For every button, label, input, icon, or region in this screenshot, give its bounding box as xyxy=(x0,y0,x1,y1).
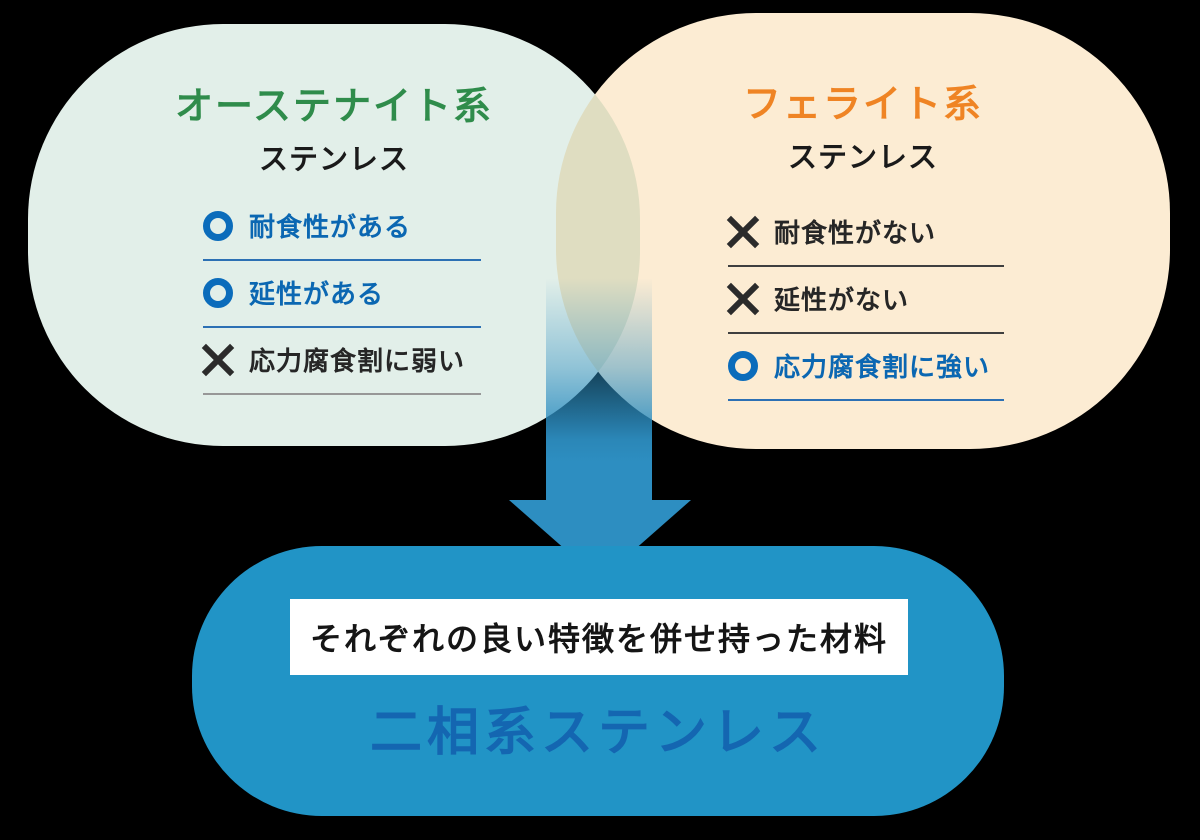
austenitic-feature-list: 耐食性がある 延性がある 応力腐食割に弱い xyxy=(203,194,481,395)
feature-label: 耐食性がある xyxy=(249,212,412,242)
austenitic-title-block: オーステナイト系 ステンレス xyxy=(28,86,640,178)
feature-row: 延性がある xyxy=(203,261,481,328)
duplex-title: 二相系ステンレス xyxy=(369,705,826,762)
circle-icon xyxy=(728,350,758,381)
feature-label: 延性がある xyxy=(249,279,385,309)
duplex-banner: それぞれの良い特徴を併せ持った材料 xyxy=(290,599,908,675)
merge-arrow-stem xyxy=(546,278,652,502)
ferritic-title-block: フェライト系 ステンレス xyxy=(556,84,1170,176)
feature-label: 耐食性がない xyxy=(774,218,937,248)
feature-label: 応力腐食割に強い xyxy=(774,352,991,382)
feature-row: 耐食性がある xyxy=(203,194,481,261)
ferritic-feature-list: 耐食性がない 延性がない 応力腐食割に強い xyxy=(728,200,1004,401)
austenitic-bubble xyxy=(28,24,640,446)
austenitic-title: オーステナイト系 xyxy=(174,86,494,128)
ferritic-subtitle: ステンレス xyxy=(787,141,938,174)
feature-row: 応力腐食割に弱い xyxy=(203,328,481,395)
austenitic-subtitle: ステンレス xyxy=(258,143,409,176)
ferritic-title: フェライト系 xyxy=(742,84,983,126)
feature-row: 耐食性がない xyxy=(728,200,1004,267)
feature-label: 延性がない xyxy=(774,285,910,315)
cross-icon xyxy=(728,284,758,314)
feature-row: 応力腐食割に強い xyxy=(728,334,1004,401)
feature-label: 応力腐食割に弱い xyxy=(249,346,466,376)
cross-icon xyxy=(203,345,233,375)
cross-icon xyxy=(728,217,758,247)
ferritic-bubble xyxy=(556,13,1170,449)
circle-icon xyxy=(203,210,233,241)
duplex-bubble xyxy=(192,546,1004,816)
circle-icon xyxy=(203,277,233,308)
feature-row: 延性がない xyxy=(728,267,1004,334)
